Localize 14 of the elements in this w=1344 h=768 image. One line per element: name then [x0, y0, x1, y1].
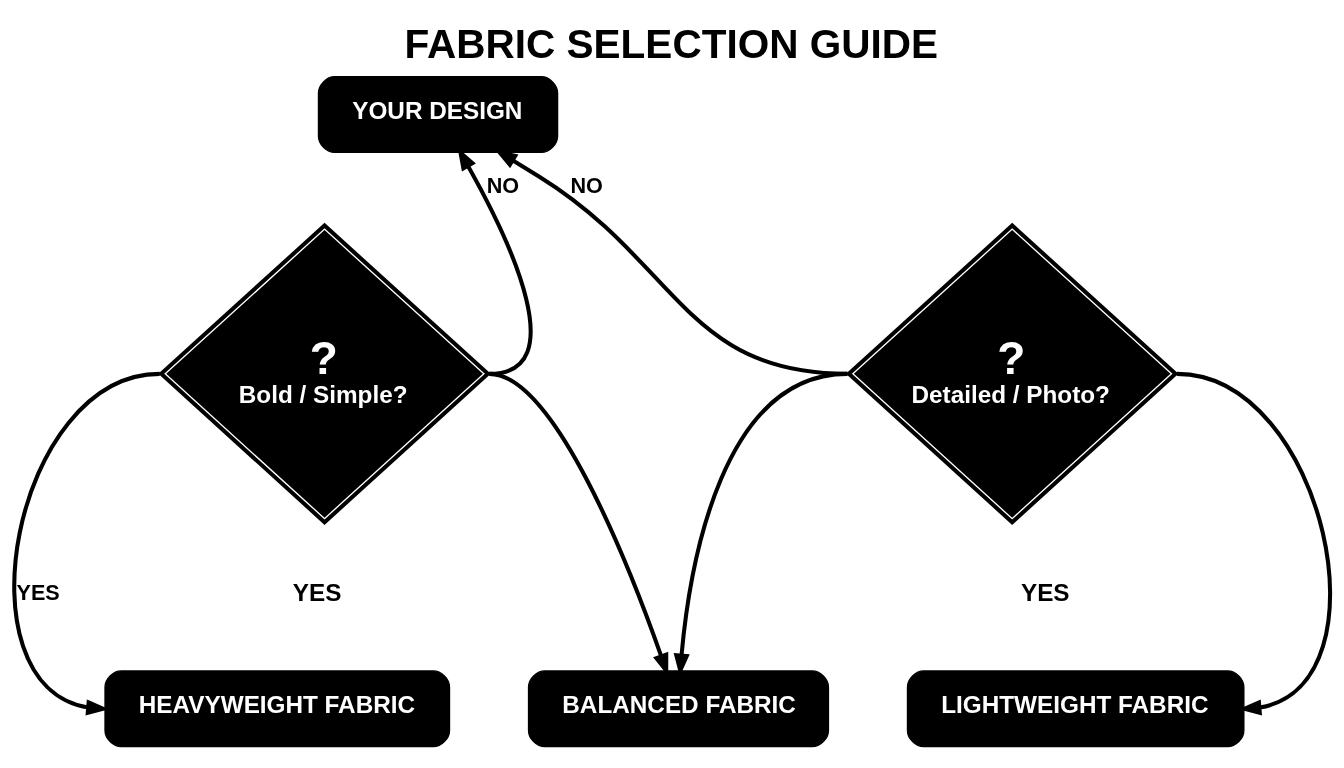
node-diamond: ? Bold / Simple?	[158, 222, 491, 525]
node-box: HEAVYWEIGHT FABRIC	[104, 670, 451, 748]
node-box: BALANCED FABRIC	[527, 670, 830, 748]
label: YES	[292, 579, 342, 607]
node-box: YOUR DESIGN	[317, 76, 559, 154]
diagram-title: FABRIC SELECTION GUIDE	[404, 20, 939, 67]
edge-label: NO	[486, 172, 520, 198]
arrow	[1176, 371, 1332, 716]
node-box: LIGHTWEIGHT FABRIC	[906, 670, 1245, 748]
edge-label: YES	[16, 580, 60, 606]
node-diamond: ? Detailed / Photo?	[845, 222, 1179, 525]
edge-label: NO	[570, 172, 603, 198]
label: YES	[1020, 579, 1070, 607]
arrow	[12, 371, 161, 716]
